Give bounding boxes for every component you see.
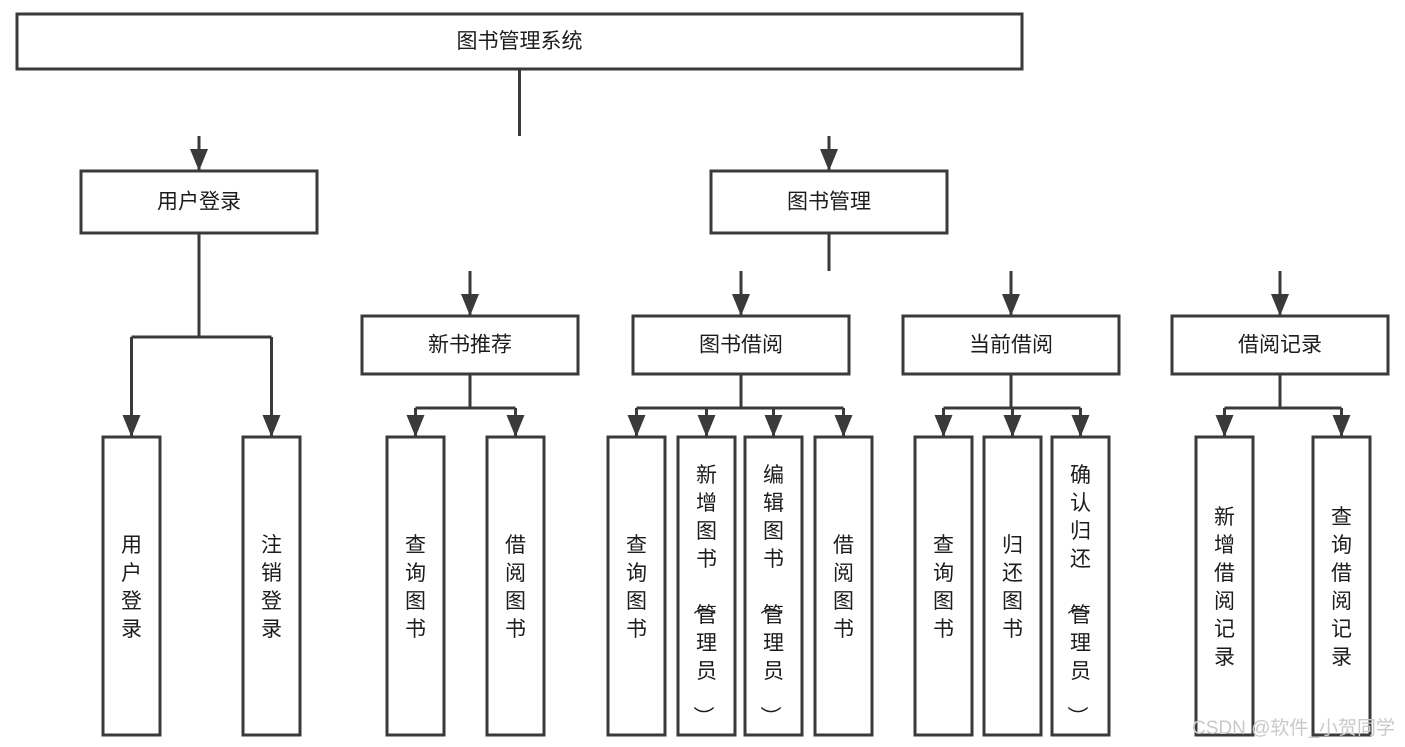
node-leaf-9[interactable]: 归还图书 [982,435,1043,737]
node-level3-2[interactable]: 当前借阅 [901,314,1121,376]
node-leaf-8-label: 查询图书 [933,534,954,641]
node-level3-0-box[interactable] [360,314,580,376]
node-leaf-5[interactable]: 新增图书（管理员） [676,435,737,737]
node-level3-1[interactable]: 图书借阅 [631,314,851,376]
node-leaf-2-box[interactable] [385,435,446,737]
csdn-watermark: CSDN @软件_小贺同学 [1192,717,1395,739]
node-level2-0-label: 用户登录 [157,191,241,214]
node-leaf-11-box[interactable] [1194,435,1255,737]
node-leaf-3[interactable]: 借阅图书 [485,435,546,737]
arrow-head-icon [190,149,208,171]
node-layer: 图书管理系统用户登录图书管理新书推荐图书借阅当前借阅借阅记录用户登录注销登录查询… [15,12,1390,737]
node-level2-0[interactable]: 用户登录 [79,169,319,235]
arrow-head-icon [122,415,141,437]
node-leaf-3-box[interactable] [485,435,546,737]
arrow-head-icon [1071,415,1090,437]
node-leaf-9-box[interactable] [982,435,1043,737]
node-leaf-5-box[interactable] [676,435,737,737]
node-root-system-label: 图书管理系统 [457,30,583,53]
node-leaf-4-box[interactable] [606,435,667,737]
arrow-head-icon [1271,294,1289,316]
arrow-head-icon [697,415,716,437]
arrow-head-icon [732,294,750,316]
node-leaf-7-label: 借阅图书 [833,534,854,641]
node-leaf-6-box[interactable] [743,435,804,737]
node-leaf-4-label: 查询图书 [626,534,647,641]
node-root-system[interactable]: 图书管理系统 [15,12,1024,71]
arrow-head-icon [627,415,646,437]
arrow-head-icon [262,415,281,437]
arrow-head-icon [834,415,853,437]
node-leaf-8[interactable]: 查询图书 [913,435,974,737]
node-level2-1-box[interactable] [709,169,949,235]
node-leaf-1-box[interactable] [241,435,302,737]
arrow-head-icon [506,415,525,437]
node-level3-0[interactable]: 新书推荐 [360,314,580,376]
node-leaf-9-label: 归还图书 [1002,534,1023,641]
node-leaf-6[interactable]: 编辑图书（管理员） [743,435,804,737]
node-root-system-box[interactable] [15,12,1024,71]
node-leaf-10-box[interactable] [1050,435,1111,737]
node-level3-2-box[interactable] [901,314,1121,376]
node-leaf-4[interactable]: 查询图书 [606,435,667,737]
node-level2-1[interactable]: 图书管理 [709,169,949,235]
node-leaf-3-label: 借阅图书 [505,534,526,641]
arrow-head-icon [461,294,479,316]
node-leaf-12-label: 查询借阅记录 [1331,506,1352,669]
node-leaf-11-label: 新增借阅记录 [1214,506,1235,669]
node-level3-1-box[interactable] [631,314,851,376]
node-leaf-1-label: 注销登录 [261,534,282,641]
arrow-head-icon [820,149,838,171]
node-level3-3-box[interactable] [1170,314,1390,376]
node-leaf-12[interactable]: 查询借阅记录 [1311,435,1372,737]
node-leaf-0-label: 用户登录 [121,534,142,641]
arrow-head-icon [1003,415,1022,437]
node-level3-1-label: 图书借阅 [699,334,783,357]
arrow-head-icon [934,415,953,437]
arrow-head-icon [1215,415,1234,437]
node-level3-3[interactable]: 借阅记录 [1170,314,1390,376]
node-leaf-5-label: 新增图书（管理员） [691,464,717,727]
arrow-head-icon [1002,294,1020,316]
arrow-head-icon [1332,415,1351,437]
node-leaf-1[interactable]: 注销登录 [241,435,302,737]
node-leaf-0-box[interactable] [101,435,162,737]
node-leaf-0[interactable]: 用户登录 [101,435,162,737]
node-level3-2-label: 当前借阅 [969,334,1053,357]
connector-layer [123,69,1351,437]
node-leaf-7[interactable]: 借阅图书 [813,435,874,737]
node-level2-0-box[interactable] [79,169,319,235]
node-level3-0-label: 新书推荐 [428,334,512,357]
arrow-head-icon [406,415,425,437]
node-leaf-11[interactable]: 新增借阅记录 [1194,435,1255,737]
node-leaf-7-box[interactable] [813,435,874,737]
node-leaf-2-label: 查询图书 [405,534,426,641]
node-leaf-8-box[interactable] [913,435,974,737]
node-leaf-12-box[interactable] [1311,435,1372,737]
node-level2-1-label: 图书管理 [787,191,871,214]
node-leaf-6-label: 编辑图书（管理员） [758,464,784,727]
arrow-head-icon [764,415,783,437]
node-leaf-10[interactable]: 确认归还（管理员） [1050,435,1111,737]
node-leaf-10-label: 确认归还（管理员） [1065,464,1091,727]
node-leaf-2[interactable]: 查询图书 [385,435,446,737]
node-level3-3-label: 借阅记录 [1238,334,1322,357]
